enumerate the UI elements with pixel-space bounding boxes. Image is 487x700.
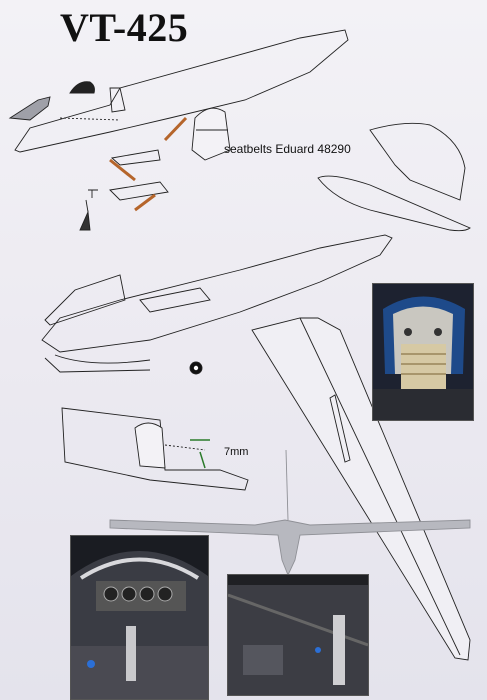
- document-title: VT-425: [60, 5, 189, 50]
- seatbelts-label: seatbelts Eduard 48290: [224, 142, 351, 156]
- rudder: [369, 122, 466, 201]
- main-wing: [251, 317, 471, 661]
- tailplane: [317, 175, 471, 232]
- seat-lower: [134, 422, 166, 469]
- fuselage-top: [14, 29, 349, 153]
- control-stick: [79, 210, 91, 231]
- seat-part: [191, 107, 231, 161]
- instrument-cowl: [69, 81, 95, 94]
- cockpit-seat-photo: [372, 283, 474, 421]
- canopy-part: [8, 96, 51, 121]
- dimension-label: 7mm: [224, 446, 249, 458]
- canopy-frame: [44, 274, 126, 326]
- copper-struts: [109, 116, 188, 212]
- instrument-panel-photo: [70, 535, 209, 700]
- fuselage-middle: [41, 234, 393, 353]
- control-stick-photo: [227, 574, 369, 696]
- glider-front-view: [109, 519, 471, 577]
